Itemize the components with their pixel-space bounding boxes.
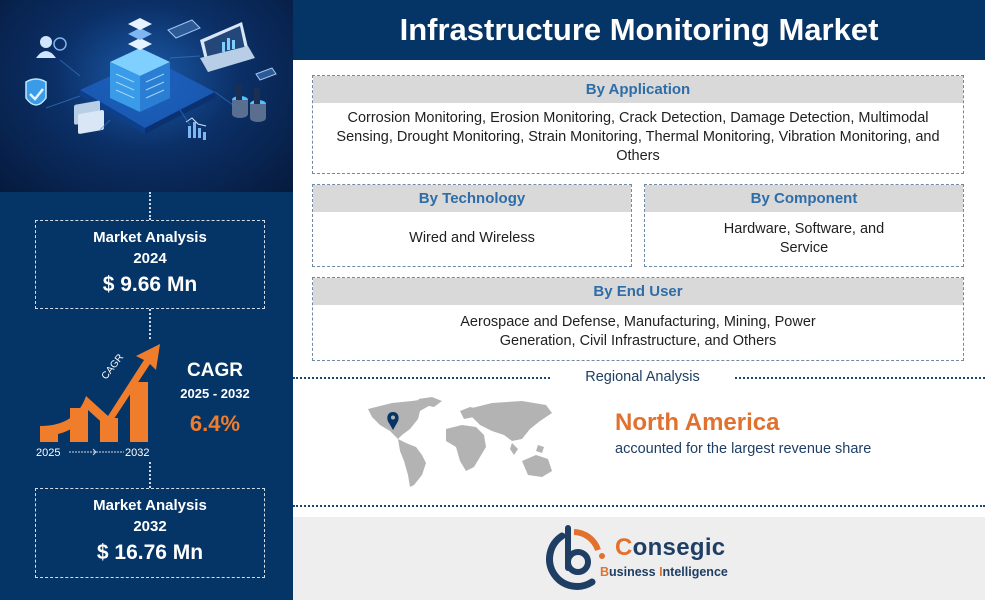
cagr-growth-chart-icon: CAGR 2025 2032 [36, 336, 166, 460]
consegic-logo-mark-icon [546, 525, 605, 590]
segment-heading: By Component [645, 185, 963, 212]
footer [293, 517, 985, 600]
segment-heading: By End User [313, 278, 963, 305]
svg-text:2032: 2032 [125, 447, 149, 459]
market-2024-box: Market Analysis 2024 $ 9.66 Mn [35, 220, 265, 309]
divider [735, 377, 985, 379]
region-name: North America [615, 409, 780, 436]
cagr-info: CAGR 2025 - 2032 6.4% [170, 360, 260, 437]
segment-by-technology: By Technology Wired and Wireless [312, 184, 632, 267]
segment-body: Hardware, Software, and Service [723, 220, 885, 256]
svg-text:2025: 2025 [36, 447, 60, 459]
market-2032-box: Market Analysis 2032 $ 16.76 Mn [35, 488, 265, 578]
market-2032-year: 2032 [133, 518, 167, 535]
consegic-logo: Consegic Business Intelligence [540, 524, 770, 594]
connector-line [149, 309, 151, 339]
connector-line [149, 462, 151, 488]
region-description: accounted for the largest revenue share [615, 441, 872, 457]
market-2032-value: $ 16.76 Mn [96, 541, 204, 564]
hero-illustration [0, 0, 293, 192]
cagr-label: CAGR [187, 360, 243, 381]
cloud-platform-illustration-icon [25, 18, 277, 140]
segment-body: Corrosion Monitoring, Erosion Monitoring… [336, 110, 940, 164]
segment-body: Aerospace and Defense, Manufacturing, Mi… [460, 314, 816, 349]
cagr-value: 6.4% [189, 411, 241, 436]
segment-by-end-user: By End User Aerospace and Defense, Manuf… [312, 277, 964, 361]
world-map-icon [362, 395, 562, 495]
segment-body: Wired and Wireless [409, 230, 535, 246]
divider [293, 505, 985, 507]
segment-by-component: By Component Hardware, Software, and Ser… [644, 184, 964, 267]
segment-heading: By Application [313, 76, 963, 103]
divider [293, 377, 550, 379]
market-2024-label: Market Analysis [93, 229, 207, 246]
connector-line [149, 192, 151, 220]
market-2032-label: Market Analysis [93, 497, 207, 514]
page-title: Infrastructure Monitoring Market [293, 0, 985, 60]
segment-by-application: By Application Corrosion Monitoring, Ero… [312, 75, 964, 174]
market-2024-value: $ 9.66 Mn [102, 273, 198, 296]
regional-analysis-label: Regional Analysis [585, 369, 700, 385]
svg-text:CAGR: CAGR [100, 352, 126, 382]
market-2024-year: 2024 [133, 250, 167, 267]
brand-name: Consegic [615, 534, 726, 561]
left-panel: Market Analysis 2024 $ 9.66 Mn CAGR 2025… [0, 0, 293, 600]
location-pin-icon [387, 412, 399, 430]
brand-tagline: Business Intelligence [600, 565, 728, 579]
segment-heading: By Technology [313, 185, 631, 212]
cagr-range: 2025 - 2032 [180, 386, 250, 401]
